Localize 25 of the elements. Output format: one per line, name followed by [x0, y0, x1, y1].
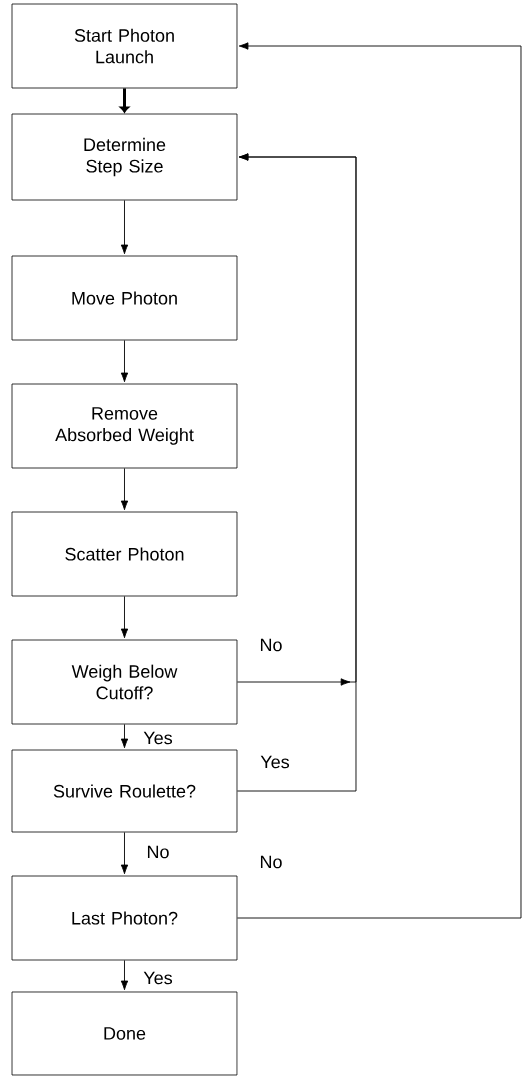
edge-label: No [260, 855, 282, 869]
process-box: Start Photon Launch [11, 3, 238, 89]
edge-label: No [260, 638, 282, 652]
edge-label: No [147, 845, 169, 859]
arrow [120, 959, 129, 991]
edge-label: Yes [260, 755, 290, 769]
edge-label: Yes [143, 971, 173, 985]
process-box: Determine Step Size [11, 113, 238, 201]
process-box: Survive Roulette? [11, 749, 238, 833]
process-box: Remove Absorbed Weight [11, 383, 238, 469]
arrow [120, 831, 129, 875]
arrow [119, 88, 130, 113]
arrow [120, 723, 129, 749]
arrow [120, 595, 129, 639]
arrow [120, 467, 129, 511]
process-box: Weigh Below Cutoff? [11, 639, 238, 725]
edge-label: Yes [143, 731, 173, 745]
process-box: Done [11, 991, 238, 1076]
process-box: Scatter Photon [11, 511, 238, 597]
process-box: Last Photon? [11, 875, 238, 961]
arrow [120, 199, 129, 255]
arrow [236, 42, 522, 919]
process-box: Move Photon [11, 255, 238, 341]
arrow [236, 153, 357, 792]
arrow [120, 339, 129, 383]
